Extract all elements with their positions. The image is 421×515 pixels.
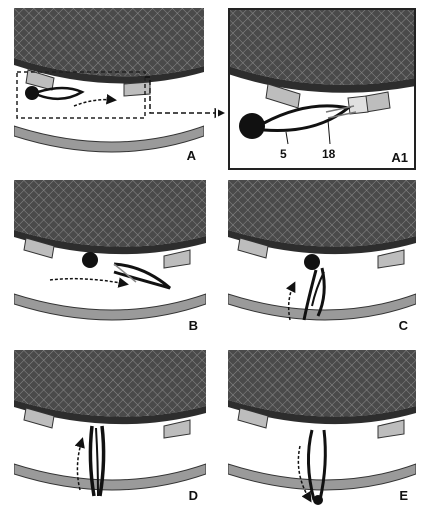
- panel-b: B: [14, 180, 206, 338]
- horizontal-divider-1: [0, 174, 421, 176]
- panel-c-illustration: [228, 180, 416, 338]
- panel-c-label: C: [399, 319, 408, 332]
- panel-a1-border: [228, 8, 416, 170]
- panel-e-illustration: [228, 350, 416, 508]
- panel-d-label: D: [189, 489, 198, 502]
- panel-e: E: [228, 350, 416, 508]
- panel-e-label: E: [399, 489, 408, 502]
- callout-5: 5: [280, 148, 287, 160]
- panel-b-label: B: [189, 319, 198, 332]
- panel-a1-label: A1: [391, 151, 408, 164]
- panel-d: D: [14, 350, 206, 508]
- panel-d-illustration: [14, 350, 206, 508]
- horizontal-divider-2: [0, 344, 421, 346]
- panel-a1: 5 18 A1: [228, 8, 416, 170]
- vertical-divider: [216, 0, 218, 515]
- panel-b-illustration: [14, 180, 206, 338]
- panel-c: C: [228, 180, 416, 338]
- callout-18: 18: [322, 148, 335, 160]
